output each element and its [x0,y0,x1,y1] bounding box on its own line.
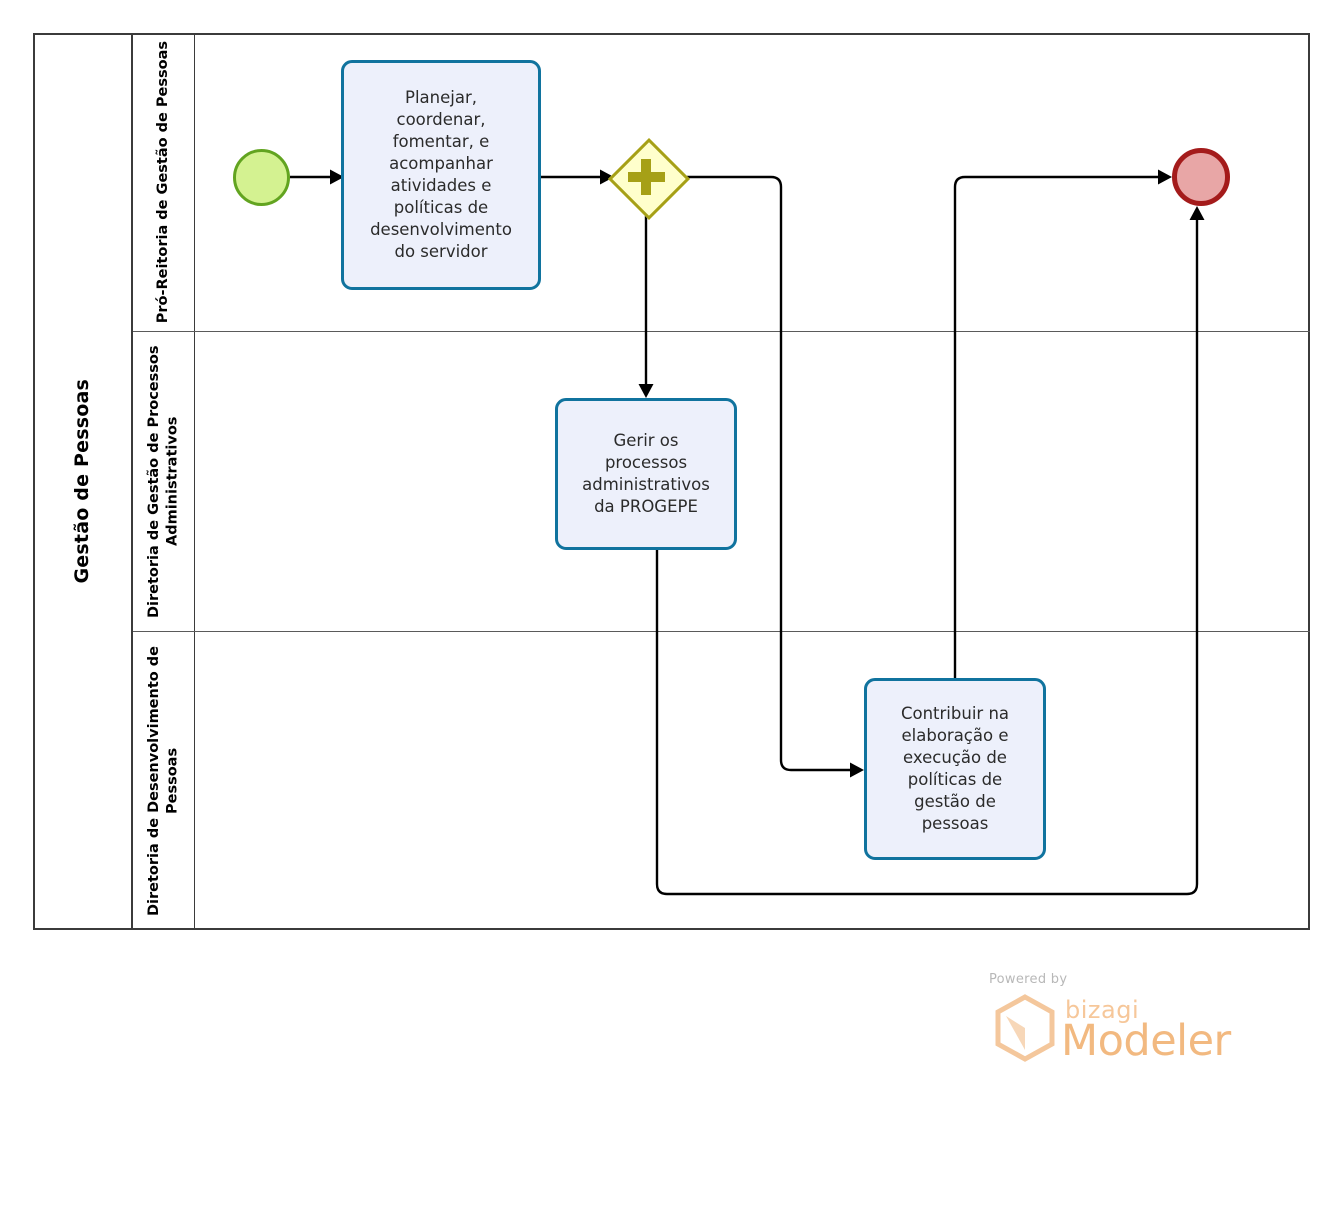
task-planejar[interactable]: Planejar, coordenar, fomentar, e acompan… [341,60,541,290]
end-event[interactable] [1172,148,1230,206]
lane-label-gestao-processos: Diretoria de Gestão de Processos Adminis… [145,345,181,618]
lane-label-pro-reitoria: Pró-Reitoria de Gestão de Pessoas [155,40,172,324]
modeler-wordmark: Modeler [1061,1016,1231,1066]
task-gerir[interactable]: Gerir os processos administrativos da PR… [555,398,737,550]
bizagi-wordmark: bizagi [1065,996,1140,1024]
pool-label: Gestão de Pessoas [33,33,133,930]
task-planejar-label: Planejar, coordenar, fomentar, e acompan… [370,87,512,262]
task-gerir-label: Gerir os processos administrativos da PR… [582,430,710,517]
task-contribuir-label: Contribuir na elaboração e execução de p… [900,703,1010,834]
task-contribuir[interactable]: Contribuir na elaboração e execução de p… [864,678,1046,860]
parallel-gateway[interactable] [607,137,691,221]
plus-icon-vertical [641,159,651,195]
bizagi-watermark: Powered by bizagi Modeler [989,972,1249,1072]
lane-header-pro-reitoria: Pró-Reitoria de Gestão de Pessoas [133,33,195,331]
lane-header-desenvolvimento: Diretoria de Desenvolvimento de Pessoas [133,632,195,930]
lane-pro-reitoria: Pró-Reitoria de Gestão de Pessoas [133,33,1310,332]
powered-by-label: Powered by [989,972,1068,987]
lane-label-desenvolvimento: Diretoria de Desenvolvimento de Pessoas [145,646,181,916]
process-pool [33,33,1310,930]
pool-name: Gestão de Pessoas [71,379,93,584]
start-event[interactable] [233,149,290,206]
bizagi-hexagon-icon [995,994,1055,1062]
lane-header-gestao-processos: Diretoria de Gestão de Processos Adminis… [133,332,195,631]
lane-desenvolvimento: Diretoria de Desenvolvimento de Pessoas [133,632,1310,930]
